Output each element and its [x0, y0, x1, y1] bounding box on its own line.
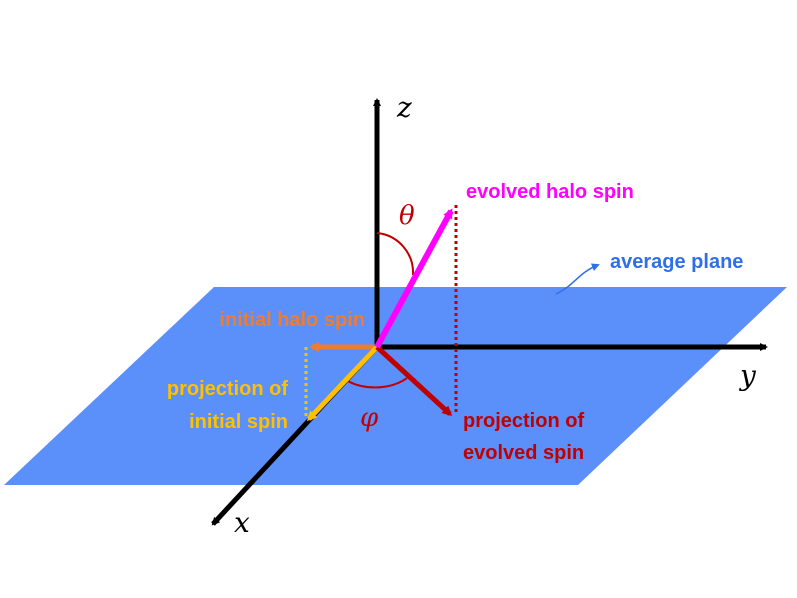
evolved-projection-label-line2: evolved spin [463, 442, 584, 464]
evolved-projection-arrow [375, 345, 453, 417]
evolved-projection-label-line1: projection of [463, 410, 584, 432]
z-axis-label: z [396, 91, 412, 124]
average-plane-label: average plane [610, 251, 743, 273]
initial-projection-arrow [306, 345, 379, 422]
average-plane-pointer [555, 263, 600, 295]
y-axis-label: y [738, 359, 757, 392]
average-plane [4, 287, 787, 485]
evolved-spin-arrow [374, 208, 454, 349]
theta-label: θ [399, 201, 415, 231]
evolved-spin-label: evolved halo spin [466, 181, 634, 203]
x-axis-label: x [234, 506, 250, 539]
initial-projection-label-line1: projection of [167, 378, 288, 400]
theta-arc [376, 232, 415, 276]
initial-projection-label-line2: initial spin [189, 411, 288, 433]
phi-label: φ [360, 403, 379, 433]
phi-arc [345, 377, 408, 389]
initial-spin-label: initial halo spin [219, 309, 365, 331]
